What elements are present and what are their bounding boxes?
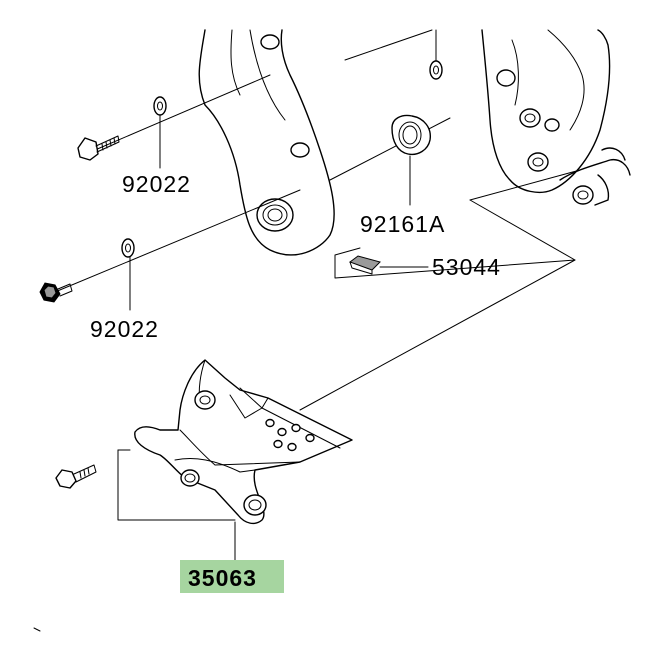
bolt-lower [39, 282, 73, 303]
stray-mark [33, 627, 41, 632]
bolt-bracket [55, 464, 97, 489]
frame-right [481, 29, 631, 206]
washer-top [429, 29, 443, 80]
part-number-highlight [180, 560, 284, 593]
label-washer-upper: 92022 [122, 171, 191, 197]
washer-upper [153, 96, 167, 169]
bolt-upper [77, 135, 120, 161]
label-washer-lower: 92022 [90, 316, 159, 342]
label-bushing: 92161A [360, 211, 445, 237]
leader-lines [117, 169, 581, 521]
washer-lower [121, 238, 135, 311]
label-clip: 53044 [432, 254, 501, 280]
axis-lines [54, 29, 451, 293]
frame-arm [198, 29, 335, 256]
bracket-part [134, 359, 353, 563]
clip [348, 255, 429, 275]
label-bracket: 35063 [188, 565, 257, 591]
bushing [391, 114, 431, 206]
